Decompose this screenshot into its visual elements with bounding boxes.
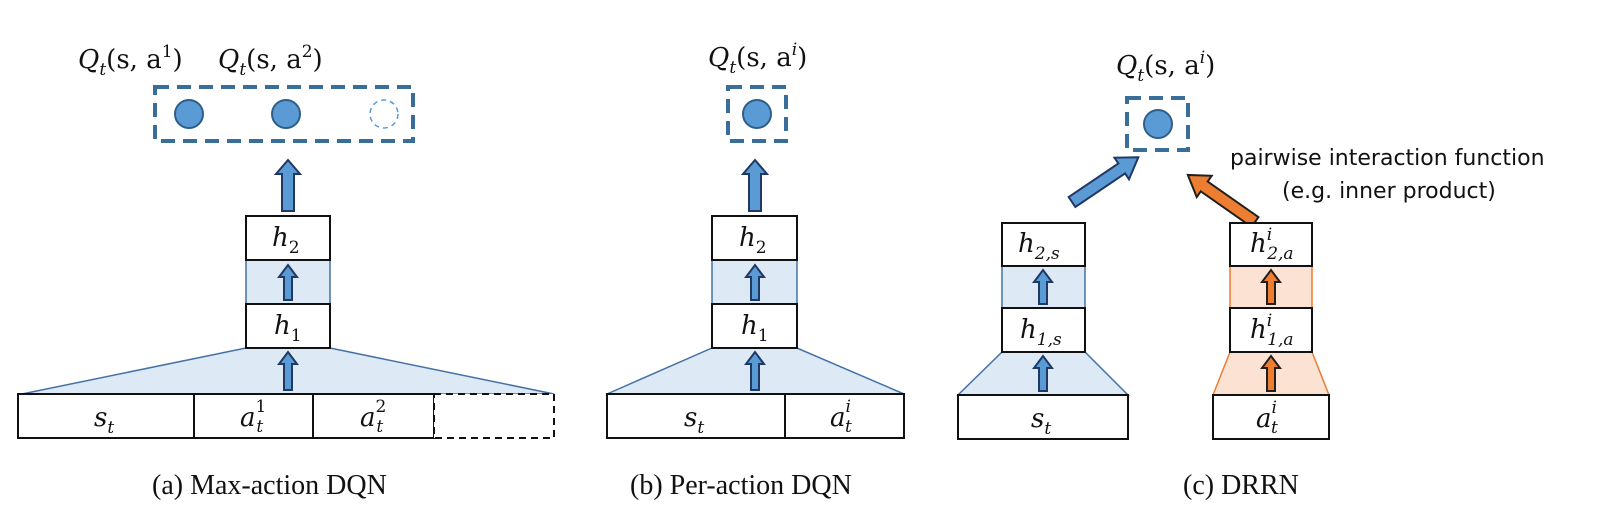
panel-c: Qt(s, ai) pairwise interaction function …: [956, 48, 1545, 501]
panel-b-h1-label: h1: [741, 311, 769, 346]
panel-c-caption: (c) DRRN: [1183, 470, 1299, 501]
panel-a-input-s-label: st: [94, 403, 114, 438]
panel-a-q2-label: Qt(s, a2): [218, 42, 323, 80]
panel-c-h2a-box: [1229, 222, 1313, 267]
panel-c-h2s-label: h2,s: [1018, 229, 1060, 264]
panel-a-h1-label: h1: [274, 311, 302, 346]
panel-a-q1-node: [174, 99, 204, 129]
panel-c-interaction-line2: (e.g. inner product): [1282, 179, 1496, 204]
panel-b-h1-box: [711, 303, 798, 349]
panel-a-output-box: [153, 85, 415, 143]
panel-c-output-box: [1125, 96, 1190, 152]
panel-a-input-s: [17, 393, 195, 439]
panel-c-state-arrow-h1-h2: [1032, 268, 1054, 305]
panel-c-action-arrow-in-h1: [1260, 354, 1282, 392]
panel-b-q-label: Qt(s, ai): [708, 40, 807, 78]
panel-a: Qt(s, a1) Qt(s, a2) h2 h1 st: [17, 42, 555, 501]
panel-c-h1a-box: [1229, 307, 1313, 353]
panel-c-interaction-line1: pairwise interaction function: [1230, 146, 1545, 171]
panel-b-q-node: [742, 99, 772, 129]
panel-c-state-arrow: [1067, 156, 1140, 209]
panel-a-h2-box: [245, 215, 331, 261]
panel-b-arrow-in-h1: [744, 350, 766, 391]
panel-b-arrow-out: [740, 158, 770, 212]
panel-b-input-s: [606, 393, 786, 439]
panel-a-arrow-in-h1: [277, 350, 299, 391]
panel-c-state-arrow-in-h1: [1032, 354, 1054, 392]
panel-c-input-s-label: st: [1031, 404, 1051, 439]
panel-c-action-arrow-h1-h2: [1260, 268, 1282, 305]
panel-c-h1s-box: [1001, 307, 1086, 353]
panel-a-q2-node: [271, 99, 301, 129]
panel-b-input-a: [784, 393, 905, 439]
panel-b-caption: (b) Per-action DQN: [630, 470, 852, 501]
panel-b-h2-label: h2: [739, 223, 767, 258]
panel-b-h2-box: [711, 215, 798, 261]
panel-c-q-label: Qt(s, ai): [1116, 48, 1215, 86]
panel-a-caption: (a) Max-action DQN: [152, 470, 387, 501]
panel-c-input-a: [1212, 394, 1330, 440]
panel-a-arrow-h1-h2: [277, 263, 299, 301]
panel-a-h2-label: h2: [272, 223, 300, 258]
panel-c-input-s: [957, 394, 1129, 440]
panel-a-q1-label: Qt(s, a1): [78, 42, 183, 80]
panel-a-empty-node: [369, 99, 399, 129]
panel-c-h2s-box: [1001, 222, 1086, 267]
panel-a-input-empty: [433, 393, 555, 439]
panel-b-input-s-label: st: [684, 403, 704, 438]
panel-b-output-box: [726, 85, 788, 143]
panel-c-h1s-label: h1,s: [1020, 315, 1062, 350]
panel-a-arrow-out: [273, 158, 303, 212]
panel-a-h1-box: [245, 303, 331, 349]
panel-c-q-node: [1143, 109, 1173, 139]
panel-b-arrow-h1-h2: [744, 263, 766, 301]
panel-c-action-arrow: [1186, 173, 1260, 229]
